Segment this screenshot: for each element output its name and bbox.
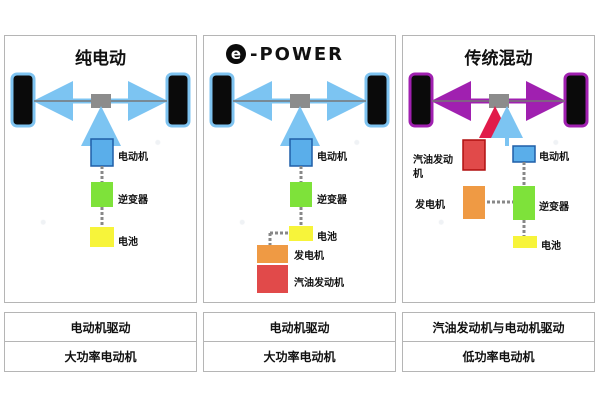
motor-power-cell: 大功率电动机 bbox=[4, 342, 197, 372]
engine-label: 汽油发动机 bbox=[294, 278, 344, 289]
generator-label: 发电机 bbox=[415, 200, 445, 211]
motor-label: 电动机 bbox=[539, 152, 569, 163]
generator-box bbox=[463, 186, 485, 219]
conventional-hybrid-diagram bbox=[408, 72, 589, 248]
motor-box bbox=[512, 145, 536, 163]
battery-box bbox=[289, 226, 313, 241]
generator-label: 发电机 bbox=[294, 251, 324, 262]
left-wheel bbox=[209, 72, 235, 128]
motor-box bbox=[90, 138, 114, 167]
drive-mode-cell: 汽油发动机与电动机驱动 bbox=[402, 312, 595, 342]
inverter-box bbox=[91, 182, 113, 207]
battery-box bbox=[513, 236, 537, 248]
right-wheel bbox=[165, 72, 191, 128]
e-letter: e bbox=[226, 44, 246, 64]
panel-title: 传统混动 bbox=[464, 49, 533, 69]
e-power-diagram bbox=[209, 72, 390, 293]
panel-pure-electric: 纯电动 电动机 逆变器 电池 bbox=[4, 35, 197, 303]
generator-box bbox=[257, 245, 288, 263]
panel-title: 纯电动 bbox=[75, 49, 126, 69]
inverter-box bbox=[513, 186, 535, 220]
motor-label: 电动机 bbox=[317, 152, 347, 163]
differential bbox=[91, 94, 111, 108]
right-wheel bbox=[563, 72, 589, 128]
battery-label: 电池 bbox=[317, 232, 337, 243]
e-power-text: -POWER bbox=[250, 43, 344, 65]
battery-label: 电池 bbox=[541, 241, 561, 252]
drive-mode-cell: 电动机驱动 bbox=[4, 312, 197, 342]
left-wheel bbox=[10, 72, 36, 128]
pure-electric-diagram bbox=[10, 72, 191, 247]
drive-mode-cell: 电动机驱动 bbox=[203, 312, 396, 342]
battery-box bbox=[90, 227, 114, 247]
inverter-label: 逆变器 bbox=[317, 195, 347, 206]
panel-conventional-hybrid: 传统混动 汽油发动机 电动机 bbox=[402, 35, 595, 303]
inverter-box bbox=[290, 182, 312, 207]
motor-power-cell: 大功率电动机 bbox=[203, 342, 396, 372]
e-power-logo: e -POWER bbox=[226, 42, 376, 66]
differential bbox=[290, 94, 310, 108]
left-wheel bbox=[408, 72, 434, 128]
differential bbox=[489, 94, 509, 108]
engine-box bbox=[462, 139, 486, 171]
panel-e-power: e -POWER 电动机 逆变器 电池 发电机 汽油发动机 bbox=[203, 35, 396, 303]
motor-box bbox=[289, 138, 313, 167]
battery-label: 电池 bbox=[118, 237, 138, 248]
inverter-label: 逆变器 bbox=[118, 195, 148, 206]
motor-label: 电动机 bbox=[118, 152, 148, 163]
engine-box bbox=[257, 265, 288, 293]
motor-power-cell: 低功率电动机 bbox=[402, 342, 595, 372]
inverter-label: 逆变器 bbox=[539, 202, 569, 213]
right-wheel bbox=[364, 72, 390, 128]
engine-label: 汽油发动机 bbox=[413, 155, 453, 180]
